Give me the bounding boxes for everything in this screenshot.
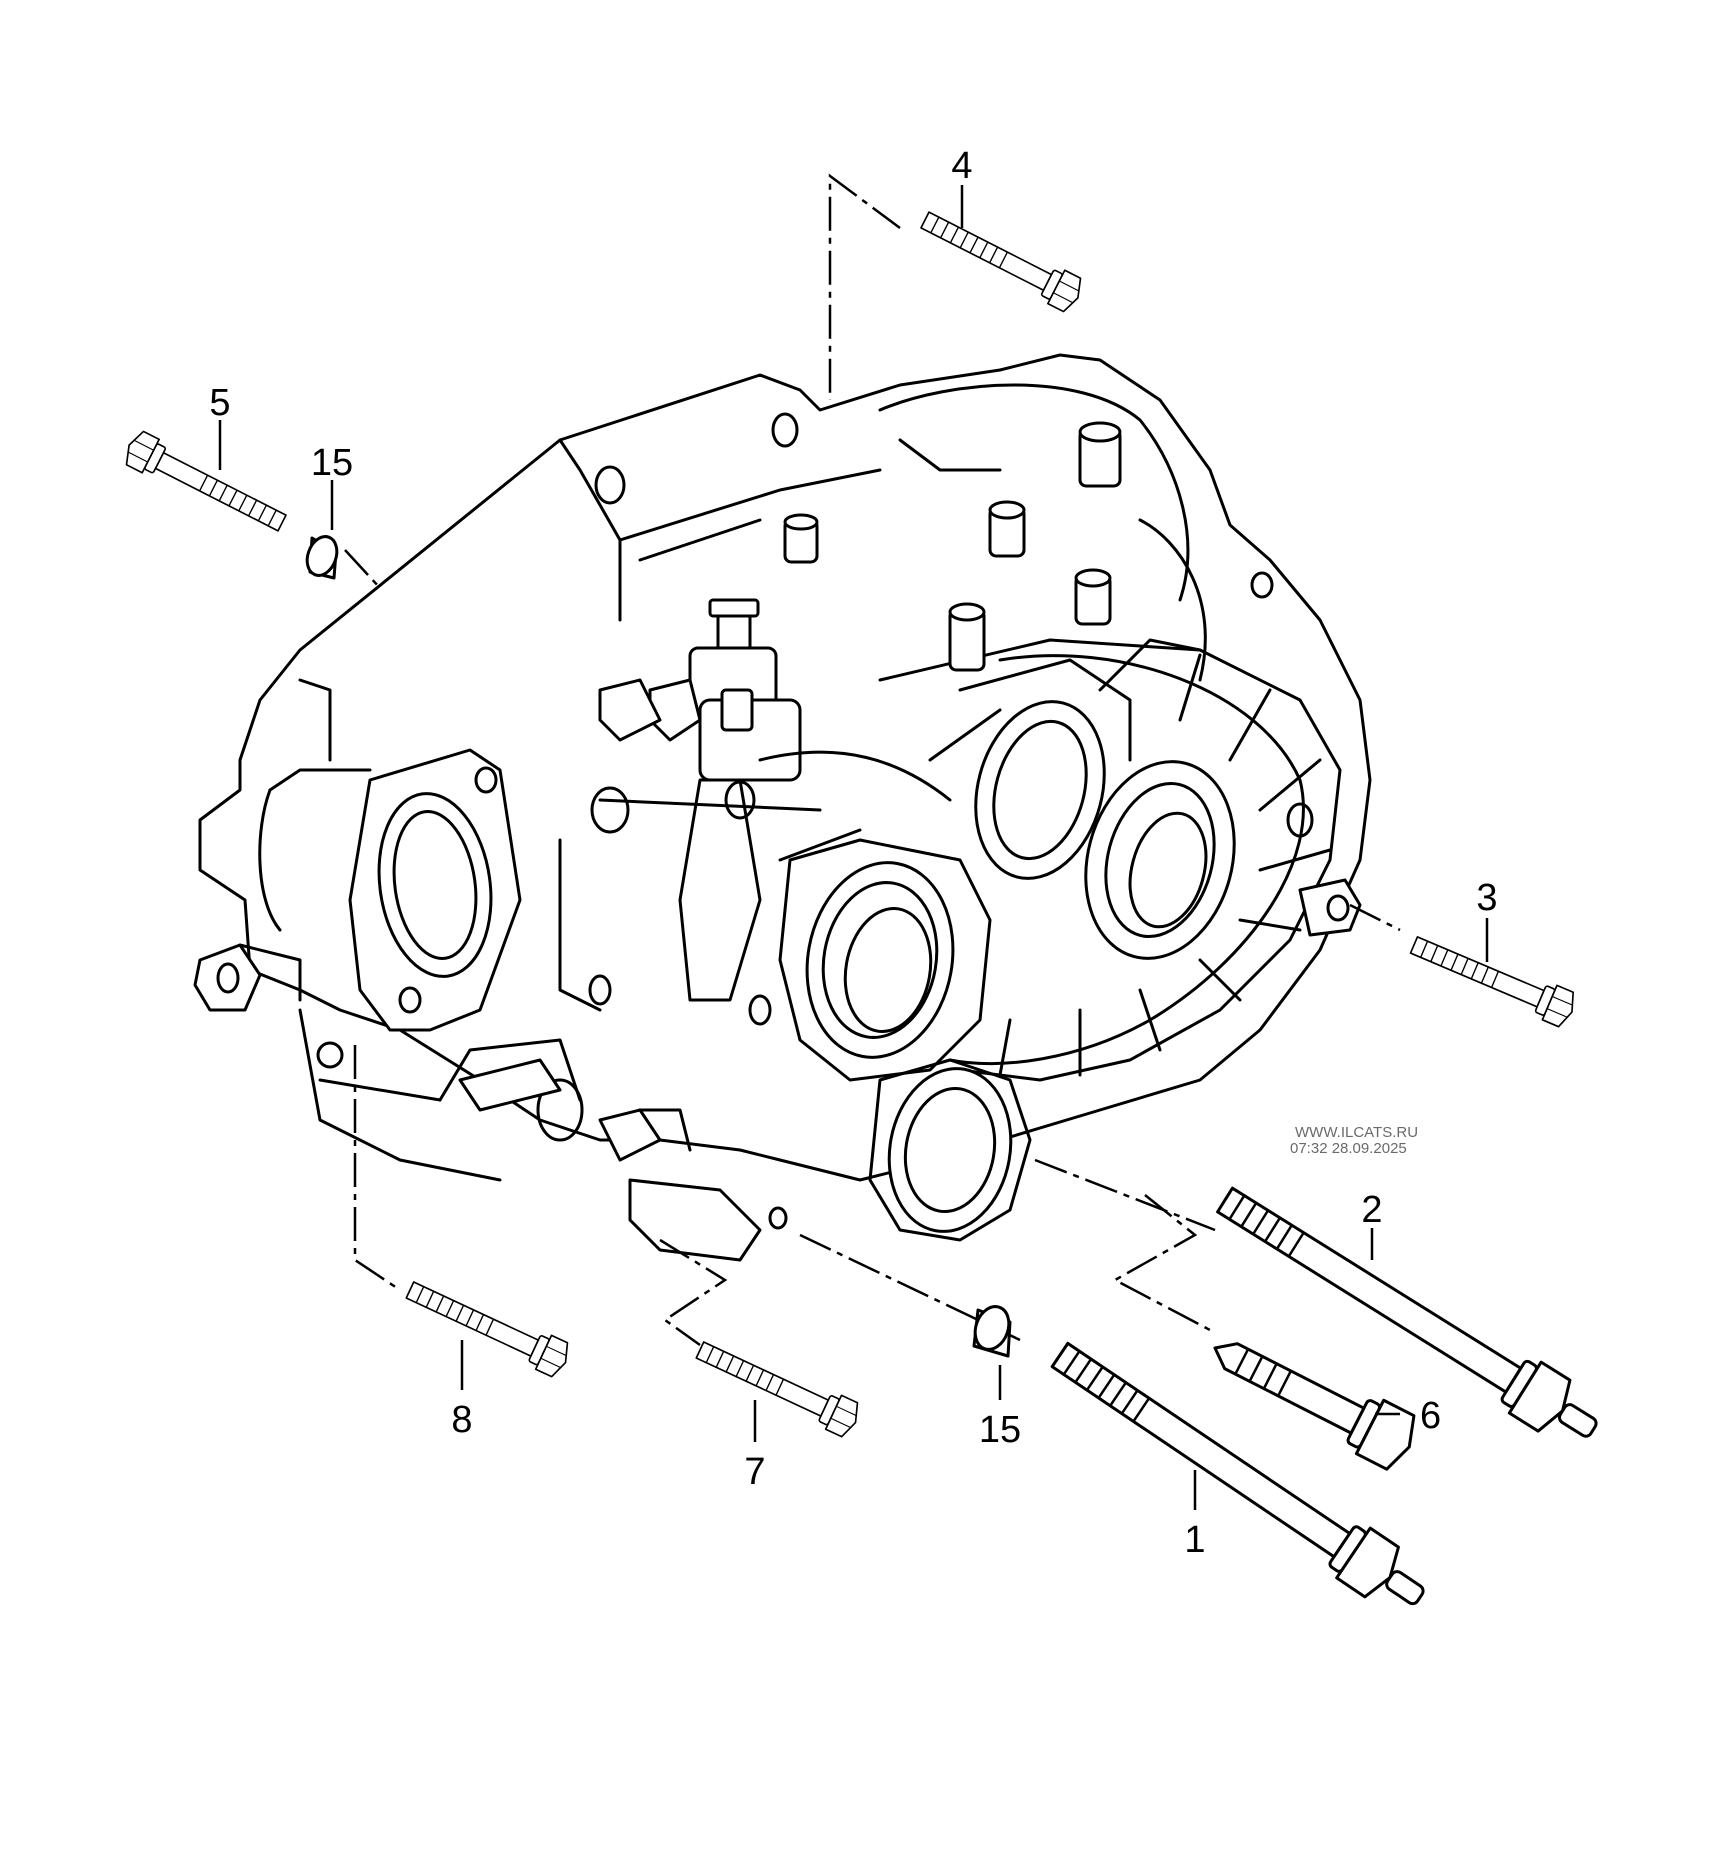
spacer-15-lower[interactable]: [969, 1302, 1014, 1358]
bolt-8[interactable]: [401, 1272, 575, 1381]
assembly-lines: [344, 173, 1401, 1347]
leader-lines: [218, 185, 1489, 1510]
callout-6[interactable]: 6: [1420, 1395, 1441, 1437]
callout-7[interactable]: 7: [744, 1451, 765, 1493]
bolt-2[interactable]: [1209, 1175, 1609, 1456]
callout-1[interactable]: 1: [1184, 1519, 1205, 1561]
bolt-3[interactable]: [1405, 926, 1581, 1031]
bolt-5[interactable]: [119, 427, 292, 541]
callout-labels: 4 5 15 3 2 6 8 7 15 1: [209, 145, 1497, 1561]
spacer-15-upper[interactable]: [302, 532, 342, 580]
callout-15-lower[interactable]: 15: [979, 1409, 1021, 1451]
bolt-6[interactable]: [1201, 1321, 1422, 1473]
callout-4[interactable]: 4: [951, 145, 972, 187]
bolt-1[interactable]: [1043, 1330, 1436, 1622]
callout-8[interactable]: 8: [451, 1399, 472, 1441]
bolt-7[interactable]: [691, 1332, 865, 1441]
callout-3[interactable]: 3: [1476, 877, 1497, 919]
callout-15-upper[interactable]: 15: [311, 442, 353, 484]
watermark-timestamp: 07:32 28.09.2025: [1290, 1140, 1407, 1157]
bolt-4[interactable]: [915, 202, 1088, 316]
watermark: WWW.ILCATS.RU 07:32 28.09.2025: [1290, 1124, 1418, 1157]
callout-5[interactable]: 5: [209, 382, 230, 424]
callout-2[interactable]: 2: [1361, 1189, 1382, 1231]
gearbox-housing: [193, 353, 1372, 1262]
watermark-site: WWW.ILCATS.RU: [1295, 1124, 1418, 1141]
